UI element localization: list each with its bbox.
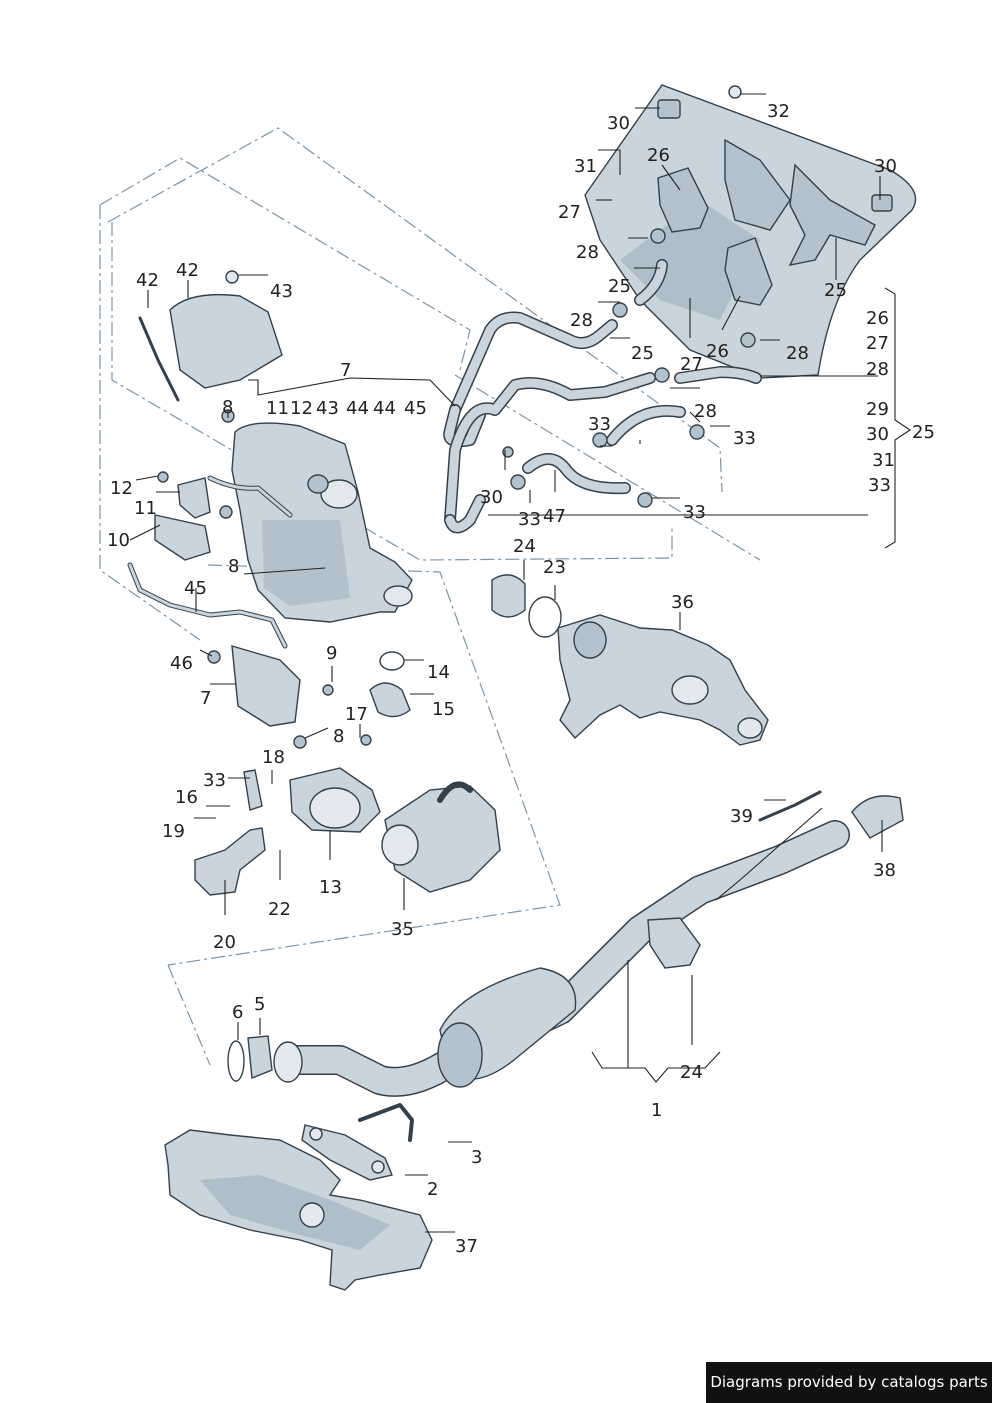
callout-28: 28 xyxy=(570,310,593,331)
callout-31: 31 xyxy=(574,156,597,177)
callout-31: 31 xyxy=(872,450,895,471)
callout-27: 27 xyxy=(558,202,581,223)
callout-27: 27 xyxy=(866,333,889,354)
callout-8: 8 xyxy=(333,726,344,747)
callout-11: 11 xyxy=(266,398,289,419)
egr-valve xyxy=(381,781,501,893)
callout-33: 33 xyxy=(868,475,891,496)
callout-10: 10 xyxy=(107,530,130,551)
callout-36: 35 xyxy=(391,919,414,940)
callout-8: 8 xyxy=(222,397,233,418)
callout-24: 24 xyxy=(680,1062,703,1083)
clamps-and-flanges xyxy=(289,574,562,833)
exhaust-pipe-assembly xyxy=(273,790,904,1142)
flange-gasket xyxy=(301,1124,393,1181)
callout-21: 22 xyxy=(268,899,291,920)
callout-41: 42 xyxy=(136,270,159,291)
callout-45: 45 xyxy=(404,398,427,419)
callout-33: 33 xyxy=(518,509,541,530)
callout-44: 44 xyxy=(373,398,396,419)
callout-27: 27 xyxy=(680,354,703,375)
vacuum-hoses xyxy=(443,228,762,534)
callout-45: 46 xyxy=(170,653,193,674)
callout-28: 28 xyxy=(786,343,809,364)
callout-17: 17 xyxy=(345,704,368,725)
callout-33: 33 xyxy=(733,428,756,449)
callout-23: 24 xyxy=(513,536,536,557)
callout-30: 30 xyxy=(874,156,897,177)
callout-14: 14 xyxy=(427,662,450,683)
callout-37: 36 xyxy=(671,592,694,613)
callout-33: 33 xyxy=(683,502,706,523)
callout-22: 23 xyxy=(543,557,566,578)
callout-18: 18 xyxy=(262,747,285,768)
callout-43: 43 xyxy=(270,281,293,302)
callout-2: 2 xyxy=(427,1179,438,1200)
callout-44: 45 xyxy=(184,578,207,599)
callout-3: 3 xyxy=(471,1147,482,1168)
turbocharger xyxy=(557,614,769,746)
callout-11: 11 xyxy=(134,498,157,519)
callout-19: 19 xyxy=(162,821,185,842)
left-brackets xyxy=(127,409,372,749)
callout-28: 28 xyxy=(694,401,717,422)
callout-28: 28 xyxy=(576,242,599,263)
callout-30: 30 xyxy=(607,113,630,134)
callout-12: 12 xyxy=(290,398,313,419)
catalyst-heat-shield xyxy=(138,270,283,402)
credit-banner: Diagrams provided by catalogs parts xyxy=(706,1362,992,1403)
callout-30: 30 xyxy=(866,424,889,445)
callout-43: 44 xyxy=(346,398,369,419)
callout-35: 33 xyxy=(203,770,226,791)
subframe xyxy=(164,1129,433,1291)
pipe-inlet-clamp xyxy=(227,1035,273,1082)
callout-46: 47 xyxy=(543,506,566,527)
callout-1: 1 xyxy=(651,1100,662,1121)
callout-labels: 32 30 26 31 30 27 28 25 25 28 26 27 25 2… xyxy=(107,101,935,1257)
callout-32: 32 xyxy=(767,101,790,122)
callout-6: 7 xyxy=(340,360,351,381)
callout-25: 25 xyxy=(824,280,847,301)
heat-shield-panel xyxy=(584,84,917,379)
callout-29: 29 xyxy=(866,399,889,420)
callout-25: 25 xyxy=(631,343,654,364)
callout-25: 25 xyxy=(608,276,631,297)
callout-26: 26 xyxy=(647,145,670,166)
callout-12: 12 xyxy=(110,478,133,499)
particulate-filter xyxy=(207,422,413,623)
callout-38: 37 xyxy=(455,1236,478,1257)
callout-4: 5 xyxy=(254,994,265,1015)
callout-9: 9 xyxy=(326,643,337,664)
callout-42: 42 xyxy=(176,260,199,281)
callout-33: 33 xyxy=(588,414,611,435)
callout-42: 43 xyxy=(316,398,339,419)
callout-25: 25 xyxy=(912,422,935,443)
leader-lines xyxy=(129,93,911,1233)
callout-5: 6 xyxy=(232,1002,243,1023)
callout-15: 15 xyxy=(432,699,455,720)
mount-bracket xyxy=(194,769,266,896)
callout-28: 28 xyxy=(866,359,889,380)
callout-13: 13 xyxy=(319,877,342,898)
callout-40: 39 xyxy=(730,806,753,827)
callout-39: 38 xyxy=(873,860,896,881)
callout-20: 20 xyxy=(213,932,236,953)
callout-7: 7 xyxy=(200,688,211,709)
callout-29: 30 xyxy=(480,487,503,508)
callout-26: 26 xyxy=(866,308,889,329)
callout-26: 26 xyxy=(706,341,729,362)
callout-8: 8 xyxy=(228,556,239,577)
callout-16: 16 xyxy=(175,787,198,808)
